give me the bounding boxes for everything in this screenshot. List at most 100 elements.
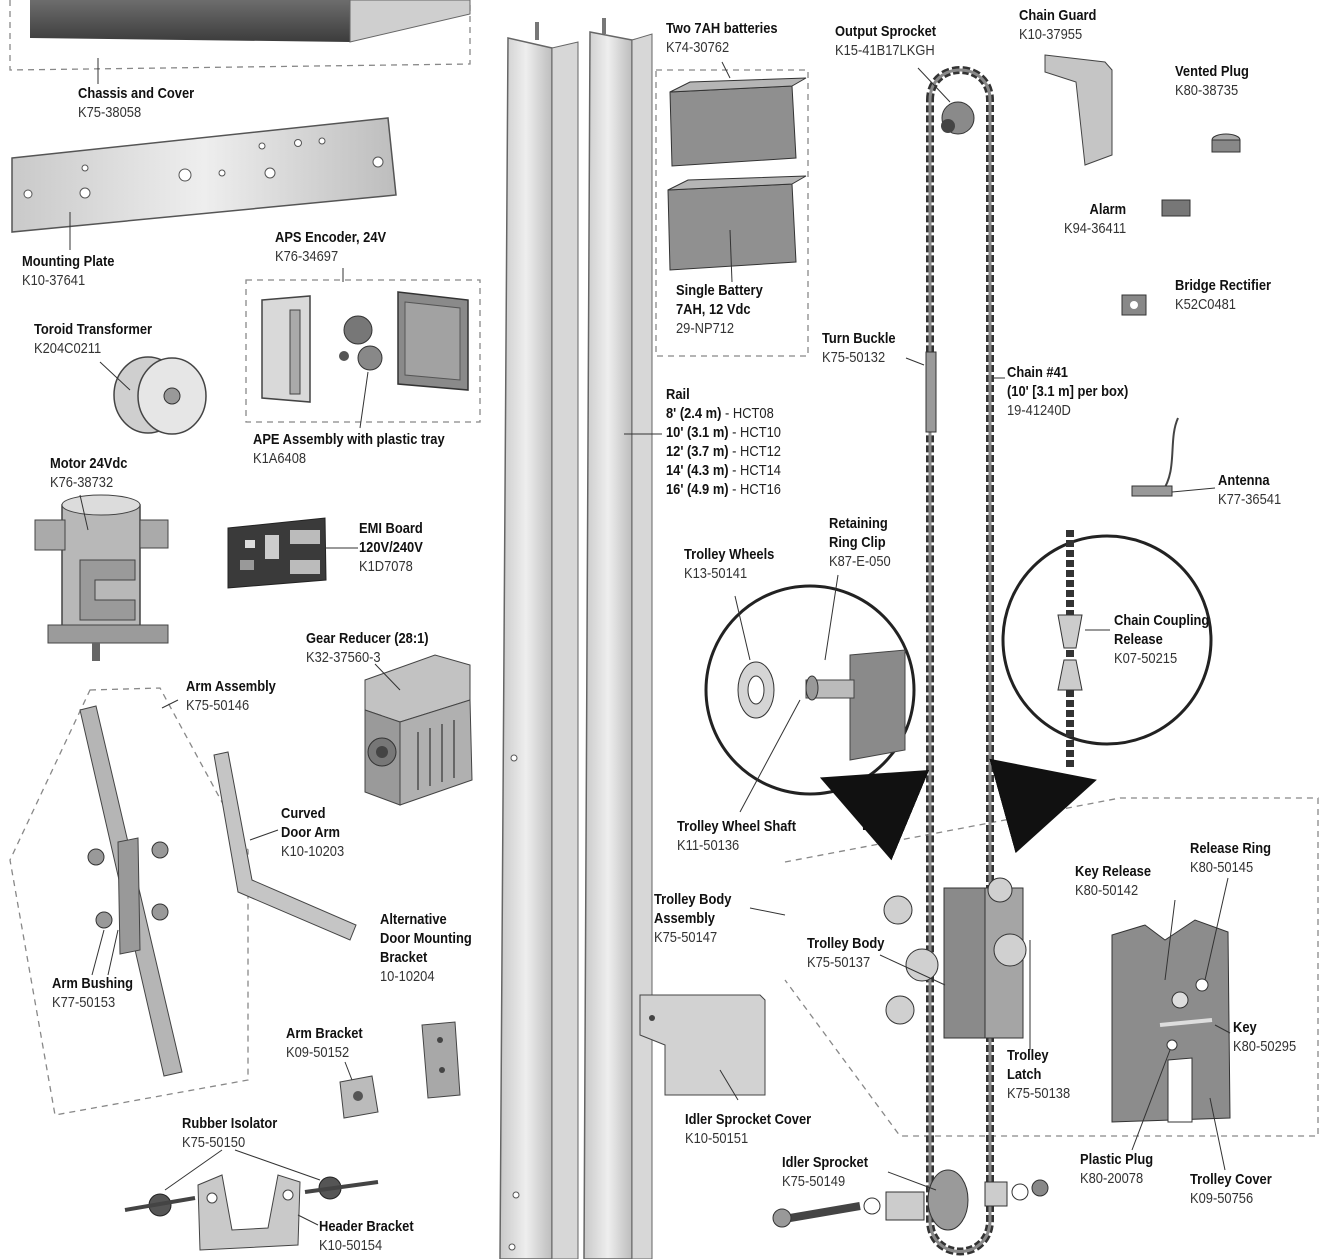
- label-rail: Rail 8' (2.4 m) - HCT08 10' (3.1 m) - HC…: [666, 385, 781, 499]
- part-number: K80-20078: [1080, 1170, 1144, 1187]
- part-number: K09-50756: [1190, 1190, 1254, 1207]
- part-name: Vented Plug: [1175, 63, 1249, 80]
- small-parts-graphic: [1044, 54, 1241, 497]
- rail-size-row: 16' (4.9 m) - HCT16: [666, 481, 781, 498]
- chassis-cover-graphic: [30, 0, 471, 84]
- rail-size-row: 12' (3.7 m) - HCT12: [666, 443, 781, 460]
- zoom-circles: [704, 530, 1213, 861]
- part-number: K52C0481: [1175, 296, 1236, 313]
- mounting-plate-graphic: [11, 117, 397, 250]
- header-bracket-graphic: [124, 1149, 379, 1251]
- arm-assembly-graphic: [79, 699, 183, 1077]
- part-number: K204C0211: [34, 340, 102, 357]
- part-number: K75-50138: [1007, 1085, 1071, 1102]
- part-number: K80-38735: [1175, 82, 1239, 99]
- part-number: K80-50295: [1233, 1038, 1297, 1055]
- part-name-line2: Assembly: [654, 910, 715, 927]
- trolley-graphic: [749, 877, 1031, 1050]
- part-name-line2: 120V/240V: [359, 539, 423, 556]
- part-number: K80-50145: [1190, 859, 1254, 876]
- batteries-graphic: [667, 61, 807, 283]
- part-name: Arm Bracket: [286, 1025, 363, 1042]
- part-name: Motor 24Vdc: [50, 455, 128, 472]
- rail-size-row: 10' (3.1 m) - HCT10: [666, 424, 781, 441]
- rail-title: Rail: [666, 386, 690, 403]
- part-name: Bridge Rectifier: [1175, 277, 1272, 294]
- part-name: Single Battery: [676, 282, 763, 299]
- idler-sprocket-graphic: [772, 1169, 1049, 1231]
- rail-graphic: [499, 18, 662, 1259]
- part-name: Trolley Wheel Shaft: [677, 818, 797, 835]
- part-name: Chassis and Cover: [78, 85, 195, 102]
- part-number: 19-41240D: [1007, 402, 1071, 419]
- part-name: Plastic Plug: [1080, 1151, 1154, 1168]
- part-name-line2: Latch: [1007, 1066, 1042, 1083]
- part-number: K1A6408: [253, 450, 307, 467]
- part-name: Header Bracket: [319, 1218, 414, 1235]
- part-name-line3: Bracket: [380, 949, 428, 966]
- part-name-line2: Door Arm: [281, 824, 341, 841]
- label-chain: Chain #41(10' [3.1 m] per box)19-41240D: [1007, 363, 1128, 420]
- part-number: K11-50136: [677, 837, 740, 854]
- rail-size-row: 8' (2.4 m) - HCT08: [666, 405, 774, 422]
- part-name-line2: Door Mounting: [380, 930, 472, 947]
- part-name-line2: 7AH, 12 Vdc: [676, 301, 751, 318]
- part-name: Turn Buckle: [822, 330, 896, 347]
- part-number: K75-38058: [78, 104, 142, 121]
- aps-encoder-graphic: [261, 268, 469, 429]
- part-number: K77-36541: [1218, 491, 1282, 508]
- part-name: Chain Guard: [1019, 7, 1097, 24]
- part-number: K80-50142: [1075, 882, 1139, 899]
- part-name: Trolley: [1007, 1047, 1049, 1064]
- part-number: K10-50151: [685, 1130, 749, 1147]
- part-name: EMI Board: [359, 520, 423, 537]
- part-name: Retaining: [829, 515, 888, 532]
- part-name: Trolley Cover: [1190, 1171, 1272, 1188]
- part-name: APE Assembly with plastic tray: [253, 431, 445, 448]
- motor-graphic: [34, 494, 169, 661]
- part-name: Gear Reducer (28:1): [306, 630, 429, 647]
- part-number: K87-E-050: [829, 553, 891, 570]
- part-number: K75-50149: [782, 1173, 846, 1190]
- gear-reducer-graphic: [364, 654, 473, 806]
- part-name: Arm Bushing: [52, 975, 133, 992]
- part-name-line2: (10' [3.1 m] per box): [1007, 383, 1129, 400]
- part-number: K75-50147: [654, 929, 718, 946]
- part-name: Mounting Plate: [22, 253, 115, 270]
- part-number: K10-50154: [319, 1237, 383, 1254]
- trolley-cover-graphic: [1111, 877, 1231, 1171]
- part-name: Trolley Wheels: [684, 546, 775, 563]
- part-number: K94-36411: [1063, 220, 1127, 237]
- part-number: K75-50146: [186, 697, 250, 714]
- emi-board-graphic: [227, 517, 358, 589]
- part-number: K75-50137: [807, 954, 871, 971]
- label-gear-reducer: Gear Reducer (28:1)K32-37560-3: [306, 629, 429, 667]
- part-number: K15-41B17LKGH: [835, 42, 935, 59]
- part-name: Antenna: [1218, 472, 1270, 489]
